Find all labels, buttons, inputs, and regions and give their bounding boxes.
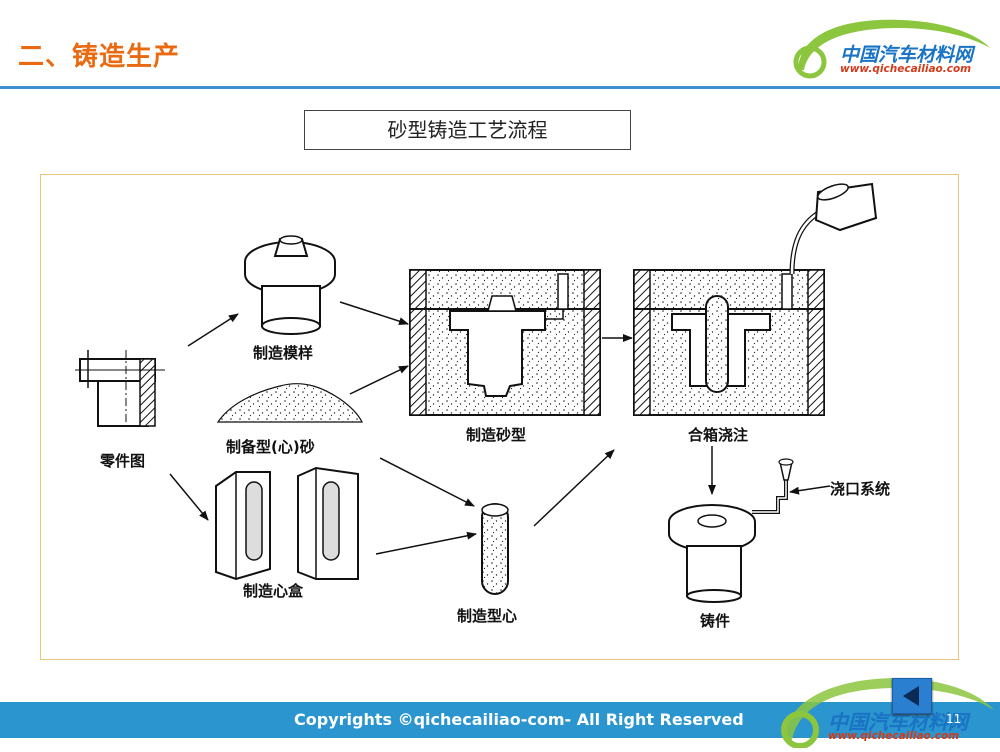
sand-pile-figure [216, 383, 363, 423]
triangle-left-icon [903, 686, 919, 706]
page-number: 11 [946, 712, 962, 726]
diagram-caption: 砂型铸造工艺流程 [304, 110, 631, 150]
label-mold: 制造砂型 [466, 426, 527, 444]
casting-figure [668, 458, 794, 603]
core-figure [481, 503, 509, 595]
footer-logo-name: 中国汽车材料网 [828, 710, 968, 734]
back-button[interactable] [892, 678, 932, 714]
sand-casting-process-diagram [75, 182, 878, 603]
slide-title: 二、铸造生产 [18, 42, 181, 72]
core-box-figure [215, 466, 359, 581]
label-core-box: 制造心盒 [243, 582, 304, 600]
title-divider [0, 86, 1000, 89]
logo-swoosh-icon [793, 19, 990, 79]
label-part-drawing: 零件图 [100, 452, 146, 470]
logo-swoosh-icon [781, 678, 994, 749]
assembly-pouring-figure [633, 182, 878, 416]
label-core: 制造型心 [457, 607, 518, 625]
flow-arrows [169, 301, 831, 555]
label-pattern: 制造模样 [253, 344, 314, 362]
label-casting: 铸件 [700, 612, 731, 630]
part-drawing-figure [75, 350, 165, 430]
label-assembly: 合箱浇注 [688, 426, 749, 444]
logo-url: www.qichecailiao.com [840, 63, 972, 75]
copyright-text: Copyrights ©qichecailiao-com- All Right … [294, 710, 744, 729]
mold-figure [409, 269, 601, 416]
footer-logo-url: www.qichecailiao.com [828, 730, 960, 742]
footer-bar [0, 702, 1000, 738]
brand-logo: 中国汽车材料网 www.qichecailiao.com [790, 10, 995, 82]
footer-logo: 中国汽车材料网 www.qichecailiao.com [778, 668, 998, 749]
label-gating: 浇口系统 [830, 480, 891, 498]
pattern-figure [244, 235, 336, 335]
logo-name: 中国汽车材料网 [840, 44, 974, 66]
label-sand: 制备型(心)砂 [226, 438, 315, 456]
